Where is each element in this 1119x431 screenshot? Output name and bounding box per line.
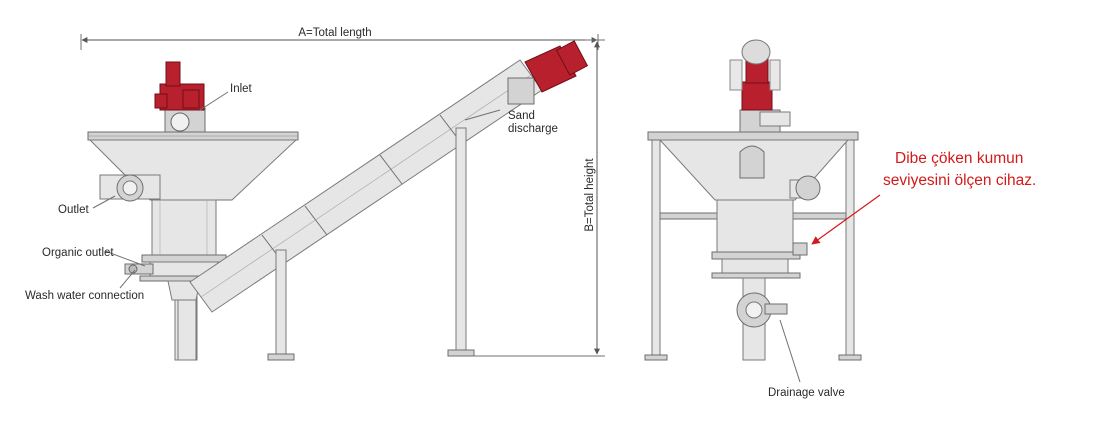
front-leg-left	[651, 137, 661, 361]
outlet-label: Outlet	[58, 204, 89, 216]
discharge-chute	[507, 77, 535, 105]
annotation-arrow	[811, 194, 881, 245]
front-leg-right	[845, 137, 855, 361]
sand-discharge-label-line2: discharge	[508, 123, 558, 135]
inlet-label: Inlet	[230, 83, 253, 95]
side-view: A=Total length B=Total height	[25, 27, 605, 361]
sand-discharge-label-line1: Sand	[508, 110, 535, 122]
front-motor	[741, 81, 773, 111]
organic-outlet-label: Organic outlet	[42, 247, 114, 259]
front-outlet-flange	[795, 175, 821, 201]
total-height-label: B=Total height	[584, 158, 596, 232]
support-leg-2	[455, 127, 467, 357]
lower-cylinder	[151, 199, 217, 256]
front-view: Drainage valve	[644, 39, 881, 399]
annotation-line-1: Dibe çöken kumun	[895, 150, 1024, 167]
total-length-label: A=Total length	[298, 27, 371, 39]
level-sensor	[792, 242, 808, 256]
support-leg-1	[275, 249, 287, 361]
wash-water-connection-label: Wash water connection	[25, 290, 144, 302]
front-cylinder	[716, 199, 794, 253]
drainage-valve-label: Drainage valve	[768, 387, 845, 399]
front-top-platform	[647, 131, 859, 141]
annotation-line-2: seviyesini ölçen cihaz.	[883, 172, 1037, 189]
